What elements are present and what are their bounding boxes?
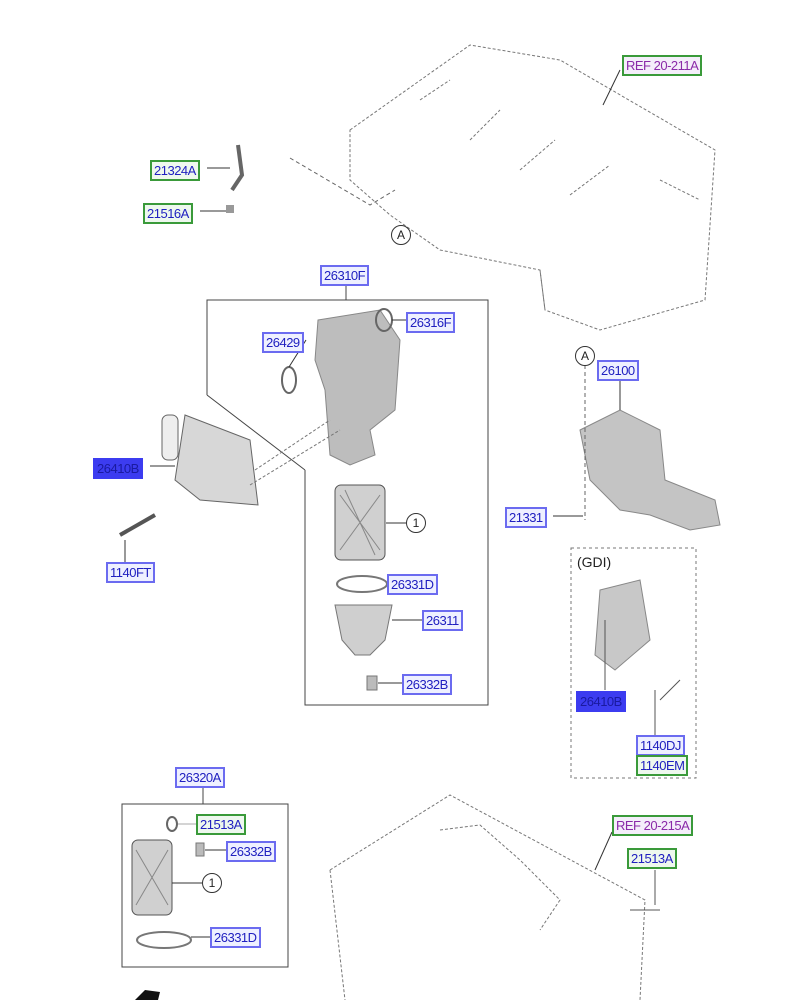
- filter-group-frame: [206, 299, 489, 706]
- part-26320A-label[interactable]: 26320A: [175, 767, 225, 788]
- gdi-label: (GDI): [577, 554, 612, 570]
- leader-ref-block: [602, 69, 621, 106]
- part-21513A-kit-label[interactable]: 21513A: [196, 814, 246, 835]
- oil-pan-drawing: [329, 794, 646, 1000]
- part-1140EM-label[interactable]: 1140EM: [636, 755, 689, 776]
- sensor-drawing: [230, 144, 245, 192]
- bolt-drawing: [119, 513, 156, 537]
- filter-element-drawing: [334, 484, 386, 561]
- part-26316F-label[interactable]: 26316F: [406, 312, 456, 333]
- marker-1-kit: 1: [202, 873, 222, 893]
- ref-pan-label[interactable]: REF 20-215A: [612, 815, 694, 836]
- part-1140DJ-label[interactable]: 1140DJ: [636, 735, 685, 756]
- part-26331D-kit-label[interactable]: 26331D: [210, 927, 261, 948]
- kit-filter-element-drawing: [131, 839, 173, 916]
- part-26311-label[interactable]: 26311: [422, 610, 463, 631]
- marker-a-pump: A: [575, 346, 595, 366]
- drain-plug-drawing: [366, 675, 378, 691]
- part-26429-label[interactable]: 26429: [262, 332, 304, 353]
- part-21513A-pan-label[interactable]: 21513A: [627, 848, 677, 869]
- o-ring-drawing: [336, 575, 388, 593]
- part-1140FT-label[interactable]: 1140FT: [106, 562, 155, 583]
- part-26332B-label[interactable]: 26332B: [402, 674, 452, 695]
- ref-block-label[interactable]: REF 20-211A: [622, 55, 703, 76]
- part-21331-label[interactable]: 21331: [505, 507, 547, 528]
- part-21324A-label[interactable]: 21324A: [150, 160, 200, 181]
- logo-mark: [135, 990, 160, 1000]
- oil-cooler-drawing: [161, 414, 259, 506]
- gdi-cooler-drawing: [594, 579, 651, 671]
- engine-block-drawing: [349, 44, 716, 331]
- part-26310F-label[interactable]: 26310F: [320, 265, 370, 286]
- part-21516A-label[interactable]: 21516A: [143, 203, 193, 224]
- part-26100-label[interactable]: 26100: [597, 360, 639, 381]
- gdi-group-frame: [570, 547, 697, 779]
- marker-1: 1: [406, 513, 426, 533]
- part-26332B-kit-label[interactable]: 26332B: [226, 841, 276, 862]
- oil-pump-drawing: [579, 409, 721, 531]
- part-26410B-label[interactable]: 26410B: [93, 458, 143, 479]
- filter-kit-frame: [121, 803, 289, 968]
- part-26331D-label[interactable]: 26331D: [387, 574, 438, 595]
- part-26410B-gdi-label[interactable]: 26410B: [576, 691, 626, 712]
- filter-cap-drawing: [334, 604, 393, 656]
- marker-a: A: [391, 225, 411, 245]
